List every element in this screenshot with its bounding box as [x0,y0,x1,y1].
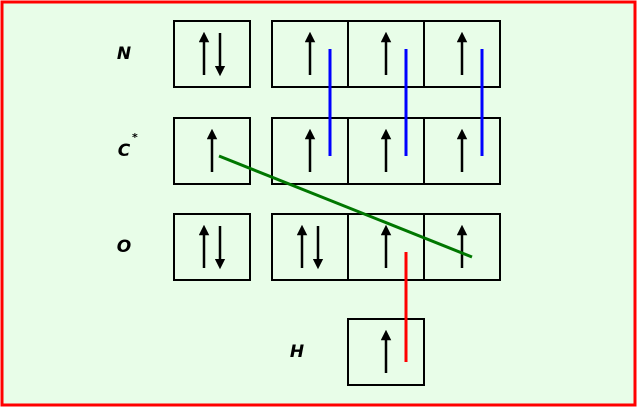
h-orbital-box-1 [347,318,425,386]
c-orbital-box-4 [423,117,501,185]
o-orbital-box-4 [423,213,501,281]
atom-row-n: N [117,20,501,88]
atom-row-o: O [117,213,501,281]
atom-label-o: O [117,237,131,257]
n-orbital-box-4 [423,20,501,88]
atom-row-h: H [290,318,425,386]
atom-rows: N C* O H [117,20,501,386]
atom-row-c: C* [118,117,501,185]
bond-lines [218,49,484,362]
n-orbital-box-1 [173,20,251,88]
atom-label-c: C [118,141,131,161]
atom-label-h: H [290,342,304,362]
o-orbital-box-1 [173,213,251,281]
atom-label-n: N [117,44,131,64]
c-orbital-box-1 [173,117,251,185]
bond-line-c-orbital-1-to-o-orbital-4 [218,154,473,259]
atom-label-superscript-c: * [132,131,138,144]
